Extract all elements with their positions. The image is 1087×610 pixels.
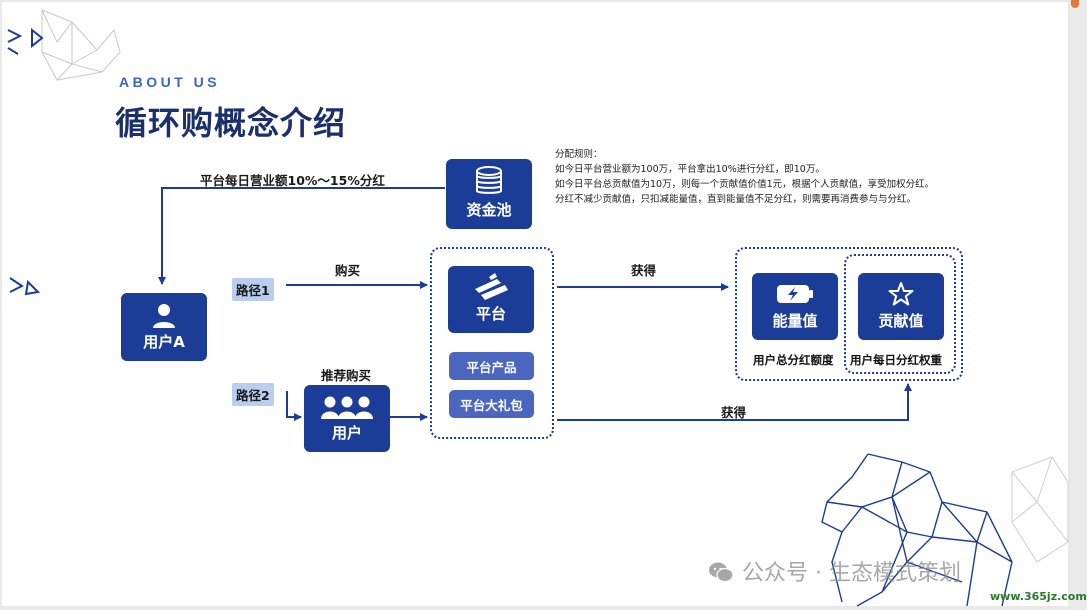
rules-line-2: 如今日平台总贡献值为10万，则每一个贡献值价值1元，根据个人贡献值，享受加权分红…: [555, 179, 935, 190]
window-scrollbar[interactable]: [1070, 0, 1080, 610]
watermark-text: 公众号 · 生态模式策划: [742, 561, 961, 586]
polygon-decoration-top-left: [41, 9, 121, 81]
route-1-badge: 路径1: [232, 278, 274, 301]
top-dividend-label: 平台每日营业额10%～15%分红: [200, 173, 385, 188]
rights-group: [735, 247, 963, 381]
contribution-caption: 用户每日分红权重: [850, 353, 942, 367]
coins-icon: [476, 166, 502, 194]
polygon-bull-decoration: [821, 453, 1013, 607]
page-title: 循环购概念介绍: [115, 104, 347, 142]
platform-gift-pill: 平台大礼包: [449, 390, 534, 418]
energy-label: 能量值: [772, 312, 818, 330]
users-group-icon: [321, 396, 373, 419]
star-icon: [888, 282, 914, 306]
referral-user-box: 用户: [304, 385, 390, 452]
rules-line-1: 如今日平台营业额为100万，平台拿出10%进行分红，即10万。: [555, 164, 825, 175]
contribution-group: [844, 254, 956, 374]
contribution-box: 贡献值: [858, 273, 944, 340]
platform-group: [430, 247, 554, 439]
watermark-url: www.365jz.com: [990, 590, 1087, 603]
route-2-badge: 路径2: [232, 383, 274, 406]
buy-label: 购买: [335, 263, 361, 278]
referral-buy-label: 推荐购买: [321, 368, 372, 383]
polygon-light-decoration: [1011, 456, 1069, 563]
scrollbar-thumb[interactable]: [1071, 0, 1079, 8]
referral-user-label: 用户: [331, 424, 362, 442]
obtain-top-label: 获得: [631, 263, 657, 278]
about-us-label: ABOUT US: [119, 74, 221, 90]
user-a-box: 用户A: [121, 293, 207, 361]
ticket-icon: [475, 273, 508, 300]
battery-bolt-icon: [777, 285, 813, 303]
platform-product-pill: 平台产品: [449, 352, 534, 380]
fund-pool-label: 资金池: [466, 201, 512, 219]
user-icon: [153, 304, 175, 328]
arrow-pool-to-user-a: [158, 187, 445, 285]
rules-heading: 分配规则：: [555, 149, 603, 160]
arrow-route2: [286, 391, 302, 421]
wechat-watermark: 公众号 · 生态模式策划: [708, 555, 961, 587]
user-a-label: 用户A: [143, 333, 185, 351]
corner-chevrons: [7, 27, 44, 296]
diagram-connectors: [7, 9, 1069, 607]
rules-line-3: 分红不减少贡献值，只扣减能量值，直到能量值不足分红，则需要再消费参与与分红。: [555, 194, 917, 205]
contribution-label: 贡献值: [878, 312, 924, 330]
wechat-icon: [708, 561, 734, 583]
platform-label: 平台: [475, 305, 506, 323]
energy-box: 能量值: [752, 273, 838, 340]
distribution-rules: 分配规则： 如今日平台营业额为100万，平台拿出10%进行分红，即10万。 如今…: [555, 147, 934, 207]
obtain-bottom-label: 获得: [721, 405, 747, 420]
fund-pool-box: 资金池: [446, 159, 532, 229]
energy-caption: 用户总分红额度: [753, 353, 834, 367]
platform-box: 平台: [448, 266, 534, 333]
arrow-obtain-bottom: [557, 383, 912, 421]
